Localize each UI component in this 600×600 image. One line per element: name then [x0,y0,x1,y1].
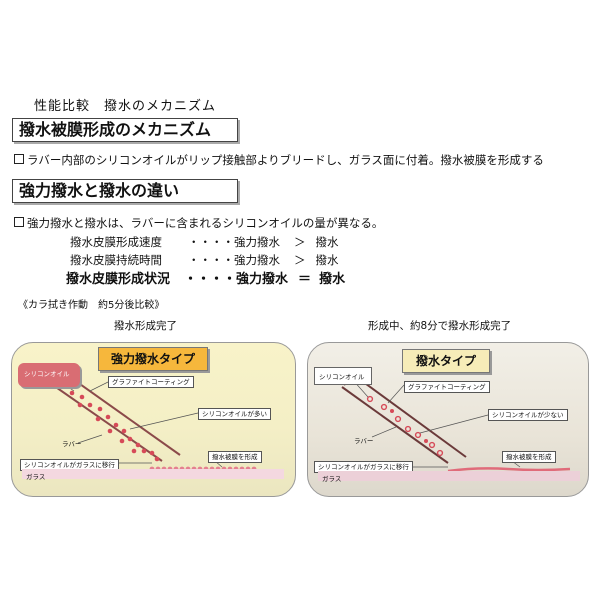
row-dots: ・・・・ [188,253,234,267]
oil-solid-dots-group [390,409,428,443]
comparison-row: 撥水皮膜形成速度 ・・・・強力撥水 ＞ 撥水 [70,234,339,250]
right-panel-title: 撥水タイプ [402,349,490,373]
row-label: 撥水皮膜形成速度 [70,235,162,249]
oil-amount-label: シリコンオイルが多い [198,408,271,420]
row-left-value: 強力撥水 [234,253,280,267]
blade-edge-line [361,380,467,458]
section2-intro-content: 強力撥水と撥水は、ラバーに含まれるシリコンオイルの量が異なる。 [27,216,384,230]
leader-lines [51,375,223,468]
oil-dots-group [69,390,160,462]
row-right-value: 撥水 [319,272,346,287]
oil-label-box: シリコンオイル [18,363,80,387]
section2-heading: 強力撥水と撥水の違い [12,179,238,203]
checkbox-square-icon [14,217,24,227]
rubber-label: ラバー [62,440,82,448]
row-left-value: 強力撥水 [236,272,289,287]
row-label: 撥水皮膜形成状況 [66,272,171,287]
right-panel-caption: 形成中、約8分で撥水形成完了 [368,320,512,332]
oil-label: シリコンオイル [24,370,70,378]
coating-label: グラファイトコーティング [108,376,194,388]
section1-heading: 撥水被膜形成のメカニズム [12,118,238,142]
rubber-label: ラバー [354,437,374,445]
blade-edge-line [69,376,181,456]
row-operator: ＞ [294,235,306,249]
section1-text: ラバー内部のシリコンオイルがリップ接触部よりブリードし、ガラス面に付着。撥水被膜… [14,152,544,168]
row-label: 撥水皮膜持続時間 [70,253,162,267]
oil-amount-label: シリコンオイルが少ない [488,409,568,421]
blade-edge-line [341,386,449,464]
glass-label: ガラス [322,475,342,483]
row-right-value: 撥水 [315,235,339,249]
section2-intro: 強力撥水と撥水は、ラバーに含まれるシリコンオイルの量が異なる。 [14,215,383,231]
left-diagram-panel: 強力撥水タイプ シリコンオイル グラファイトコーティング シリコンオイルが多い … [11,342,296,497]
row-dots: ・・・・ [188,235,234,249]
right-diagram-panel: 撥水タイプ シリコンオイル グラファイトコーティング シリコンオイルが少ない ラ… [307,342,589,497]
oil-label: シリコンオイル [319,373,365,381]
oil-label-box: シリコンオイル [314,367,372,385]
glass-label: ガラス [26,473,46,481]
row-dots: ・・・・ [184,272,237,287]
comparison-note: 《カラ拭き作動 約5分後比較》 [18,300,165,311]
oil-dots-group [366,395,444,457]
blade-edge-line [49,382,163,462]
comparison-row: 撥水皮膜形成状況・・・・強力撥水 ＝ 撥水 [66,268,345,287]
film-label: 撥水被膜を形成 [502,451,556,463]
page-subtitle: 性能比較 撥水のメカニズム [34,99,217,114]
section1-text-content: ラバー内部のシリコンオイルがリップ接触部よりブリードし、ガラス面に付着。撥水被膜… [27,153,544,167]
glass-surface [22,469,284,479]
right-diagram-graphic [341,378,571,473]
comparison-row: 撥水皮膜持続時間 ・・・・強力撥水 ＞ 撥水 [70,252,339,268]
coating-label: グラファイトコーティング [404,381,490,393]
row-right-value: 撥水 [315,253,339,267]
left-panel-title: 強力撥水タイプ [98,347,208,371]
row-left-value: 強力撥水 [234,235,280,249]
film-wave [447,467,571,473]
checkbox-square-icon [14,154,24,164]
film-label: 撥水被膜を形成 [208,451,262,463]
row-operator: ＝ [298,272,312,287]
row-operator: ＞ [294,253,306,267]
glass-surface [318,471,580,481]
left-panel-caption: 撥水形成完了 [114,320,177,332]
